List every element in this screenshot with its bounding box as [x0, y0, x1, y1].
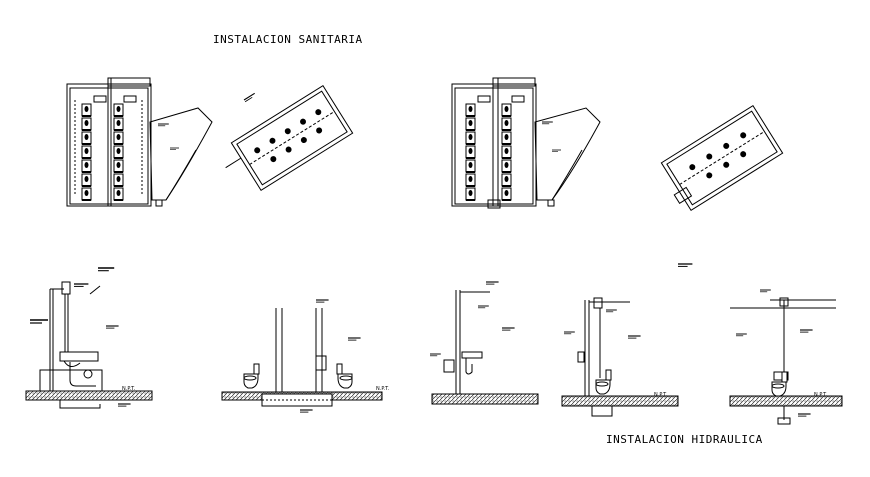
plan-sanitaria-block-1	[66, 77, 213, 207]
elevation-toilets: N.P.T.	[243, 299, 390, 413]
title-instalacion-hidraulica: INSTALACION HIDRAULICA	[606, 433, 763, 446]
elevation-wc-1: N.P.T.	[563, 297, 668, 417]
npt-label: N.P.T.	[376, 386, 390, 392]
elevation-lavatory-1: N.P.T.	[29, 267, 136, 409]
plan-sanitaria-block-3	[451, 77, 601, 209]
elevation-lavatory-2	[429, 281, 516, 394]
npt-label: N.P.T.	[122, 386, 136, 392]
npt-label: N.P.T.	[654, 392, 668, 398]
npt-label: N.P.T.	[814, 392, 828, 398]
floor-slabs	[25, 390, 843, 407]
title-instalacion-sanitaria: INSTALACION SANITARIA	[213, 33, 363, 46]
plan-sanitaria-block-2	[225, 84, 354, 192]
plan-sanitaria-block-4	[660, 104, 784, 212]
elevation-wc-2: N.P.T.	[677, 263, 836, 425]
